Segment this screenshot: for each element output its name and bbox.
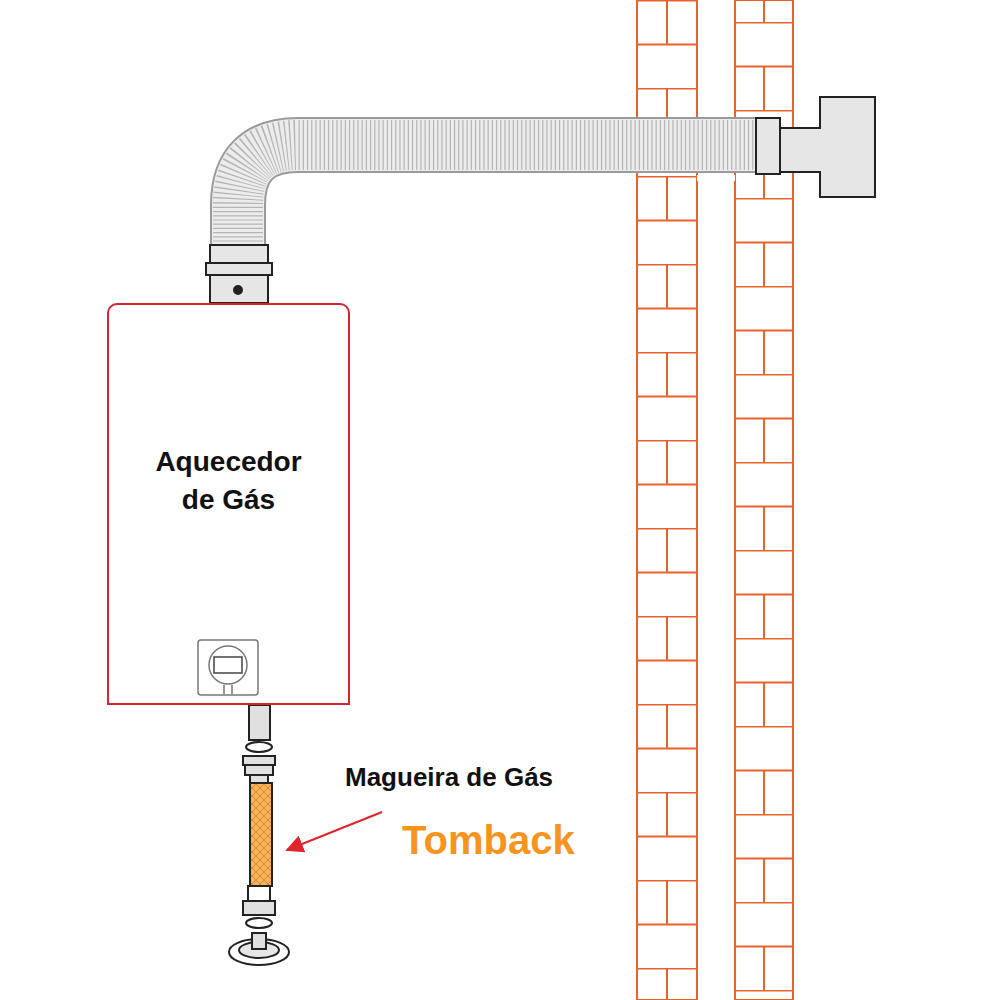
control-panel bbox=[198, 640, 258, 695]
flue-terminal bbox=[756, 97, 875, 197]
heater-title: Aquecedor de Gás bbox=[139, 305, 319, 519]
hose-label: Magueira de Gás bbox=[345, 762, 553, 793]
wall-gap bbox=[697, 175, 735, 181]
duct-collar bbox=[206, 245, 272, 303]
heater-box: Aquecedor de Gás bbox=[107, 303, 350, 705]
gas-hose bbox=[229, 705, 289, 965]
flue-duct bbox=[238, 145, 760, 250]
material-label: Tomback bbox=[402, 818, 575, 863]
leader-arrow bbox=[287, 812, 382, 850]
